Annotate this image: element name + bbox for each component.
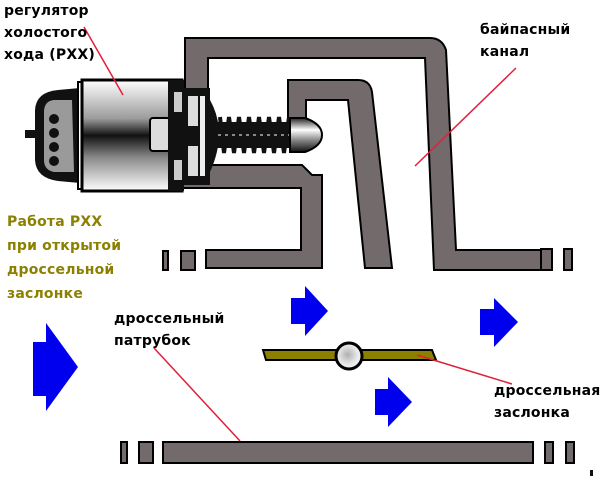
label-throttle-valve-line: заслонка xyxy=(494,405,570,421)
rxx-valve-tip xyxy=(289,117,324,153)
label-throttle-body-line: дроссельный xyxy=(114,311,225,327)
connector-pin-icon xyxy=(49,156,59,166)
connector-pin-icon xyxy=(49,114,59,124)
flow-arrow-icon xyxy=(33,323,78,411)
bypass-channel-outer xyxy=(184,37,546,271)
flow-arrow-icon xyxy=(480,298,518,347)
pipe-wall-segment xyxy=(540,248,553,271)
label-rxx-line: регулятор xyxy=(4,3,89,19)
connector-pin-icon xyxy=(49,142,59,152)
rxx-valve xyxy=(25,78,324,193)
leader-line-rxx xyxy=(83,26,124,96)
flow-arrow-icon xyxy=(375,377,412,427)
label-rxx-line: холостого xyxy=(4,25,88,41)
flow-arrow-icon xyxy=(291,286,328,336)
throttle-shaft xyxy=(334,341,364,371)
label-bypass-line: байпасный xyxy=(480,22,571,38)
throttle-body-bottom-wall xyxy=(162,441,534,464)
leader-line-throttle-body xyxy=(153,347,241,442)
label-bypass-line: канал xyxy=(480,44,530,60)
label-mode: Работа РХХ при открытой дроссельной засл… xyxy=(7,210,121,306)
label-bypass-channel: байпасный канал xyxy=(480,19,570,63)
edge-marker xyxy=(590,470,593,476)
label-throttle-valve-line: дроссельная xyxy=(494,383,600,399)
label-throttle-body: дроссельный патрубок xyxy=(114,308,225,352)
connector-socket xyxy=(44,100,74,172)
pipe-wall-segment xyxy=(138,441,154,464)
connector-pin-icon xyxy=(25,130,35,138)
label-mode-line: заслонке xyxy=(7,286,84,302)
pipe-wall-segment xyxy=(565,441,575,464)
label-throttle-valve: дроссельная заслонка xyxy=(494,380,600,424)
pipe-wall-segment xyxy=(544,441,554,464)
pipe-wall-segment xyxy=(180,250,196,271)
pipe-wall-segment xyxy=(120,441,128,464)
spring-icon xyxy=(218,116,291,154)
label-throttle-body-line: патрубок xyxy=(114,333,191,349)
connector-pin-icon xyxy=(49,128,59,138)
pipe-wall-segment xyxy=(162,250,169,271)
label-rxx-line: хода (РХХ) xyxy=(4,47,95,63)
pipe-wall-segment xyxy=(563,248,573,271)
bypass-channel-inner xyxy=(287,79,394,269)
leader-line-bypass xyxy=(414,67,517,167)
label-mode-line: Работа РХХ xyxy=(7,214,103,230)
leader-line-throttle-valve xyxy=(416,354,513,385)
label-mode-line: дроссельной xyxy=(7,262,115,278)
label-mode-line: при открытой xyxy=(7,238,122,254)
label-rxx: регулятор холостого хода (РХХ) xyxy=(4,0,95,66)
